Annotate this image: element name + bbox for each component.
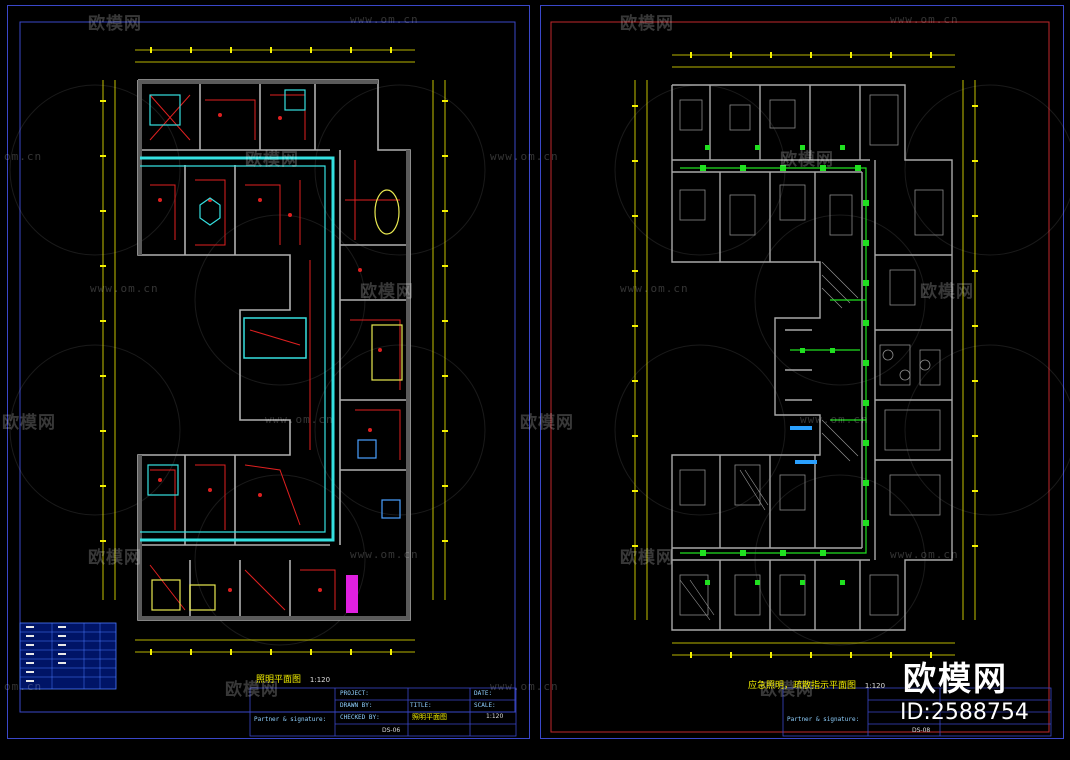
right-walls bbox=[671, 84, 953, 631]
right-exit-labels bbox=[790, 426, 817, 464]
watermark-brand: 欧模网 bbox=[2, 413, 56, 433]
watermark-site: om.cn bbox=[4, 680, 43, 693]
left-magenta-panel bbox=[346, 575, 358, 613]
watermark-site: www.om.cn bbox=[490, 680, 559, 693]
watermark-site: www.om.cn bbox=[800, 413, 869, 426]
right-sheet-inner-frame bbox=[550, 21, 1050, 733]
right-dimension-ticks bbox=[632, 52, 978, 658]
watermark-brand: 欧模网 bbox=[88, 548, 142, 568]
tb-title-value: 照明平面图 bbox=[412, 713, 447, 721]
left-feature-ceilings bbox=[147, 89, 403, 611]
left-sheet-frame bbox=[7, 5, 530, 739]
watermark-rings bbox=[9, 84, 1070, 646]
brand-logo-text: 欧模网 bbox=[903, 659, 1008, 698]
right-plan-title-text: 应急照明，疏散指示平面图 bbox=[748, 681, 857, 691]
watermark-site: www.om.cn bbox=[890, 548, 959, 561]
right-titleblock bbox=[782, 687, 1052, 737]
left-lighting-circuits bbox=[149, 94, 401, 611]
watermark-brand: 欧模网 bbox=[88, 14, 142, 34]
watermark-brand: 欧模网 bbox=[520, 413, 574, 433]
tb-checked-label: CHECKED BY: bbox=[340, 714, 380, 721]
right-sheet-frame bbox=[540, 5, 1064, 739]
watermark-site: om.cn bbox=[4, 150, 43, 163]
tb-date-label: DATE: bbox=[474, 690, 493, 697]
left-legend-table bbox=[19, 622, 117, 690]
left-dimension-lines bbox=[102, 49, 446, 653]
watermark-brand: 欧模网 bbox=[760, 680, 814, 700]
watermark-brand: 欧模网 bbox=[360, 282, 414, 302]
left-sheet-inner-frame bbox=[19, 21, 516, 713]
tb-sign-label: Partner & signature: bbox=[254, 716, 327, 723]
watermark-brand: 欧模网 bbox=[920, 282, 974, 302]
left-floor-plan bbox=[100, 47, 448, 655]
watermark-brand: 欧模网 bbox=[780, 150, 834, 170]
tb-project-label: PROJECT: bbox=[340, 690, 369, 697]
watermark-brand: 欧模网 bbox=[245, 150, 299, 170]
right-floor-plan bbox=[632, 52, 978, 658]
watermark-site: www.om.cn bbox=[620, 282, 689, 295]
watermark-brand: 欧模网 bbox=[620, 14, 674, 34]
tb-sheet-no-right: DS-08 bbox=[912, 727, 931, 734]
left-light-fixtures bbox=[158, 113, 382, 592]
watermark-brand: 欧模网 bbox=[225, 680, 279, 700]
tb-sign-label-right: Partner & signature: bbox=[787, 716, 860, 723]
left-plan-title: 照明平面图 1:120 bbox=[256, 672, 330, 685]
watermark-site: www.om.cn bbox=[890, 13, 959, 26]
watermark-site: www.om.cn bbox=[350, 548, 419, 561]
tb-scale-label: SCALE: bbox=[474, 702, 496, 709]
watermark-site: www.om.cn bbox=[90, 282, 159, 295]
tb-drawn-label: DRAWN BY: bbox=[340, 702, 373, 709]
brand-id: ID:2588754 bbox=[900, 700, 1029, 725]
tb-title-label: TITLE: bbox=[410, 702, 432, 709]
right-stair-hatch bbox=[679, 261, 859, 621]
left-wall-fills bbox=[138, 80, 410, 620]
watermark-brand: 欧模网 bbox=[620, 548, 674, 568]
left-corridor-lightstrip bbox=[140, 156, 335, 542]
watermark-site: www.om.cn bbox=[490, 150, 559, 163]
right-plan-title: 应急照明，疏散指示平面图 1:120 bbox=[748, 678, 885, 691]
watermark-site: www.om.cn bbox=[265, 413, 334, 426]
right-plan-scale: 1:120 bbox=[864, 682, 886, 690]
right-furniture bbox=[679, 94, 944, 616]
watermark-site: www.om.cn bbox=[350, 13, 419, 26]
left-plan-title-text: 照明平面图 bbox=[256, 675, 302, 685]
tb-sheet-no: DS-06 bbox=[382, 727, 401, 734]
right-emergency-fixtures bbox=[700, 145, 869, 585]
tb-scale-value: 1:120 bbox=[486, 713, 504, 720]
right-dimension-lines bbox=[634, 54, 976, 656]
right-emergency-route bbox=[680, 167, 867, 554]
left-dimension-ticks bbox=[100, 47, 448, 655]
left-plan-scale: 1:120 bbox=[309, 676, 331, 684]
left-titleblock bbox=[249, 687, 517, 737]
